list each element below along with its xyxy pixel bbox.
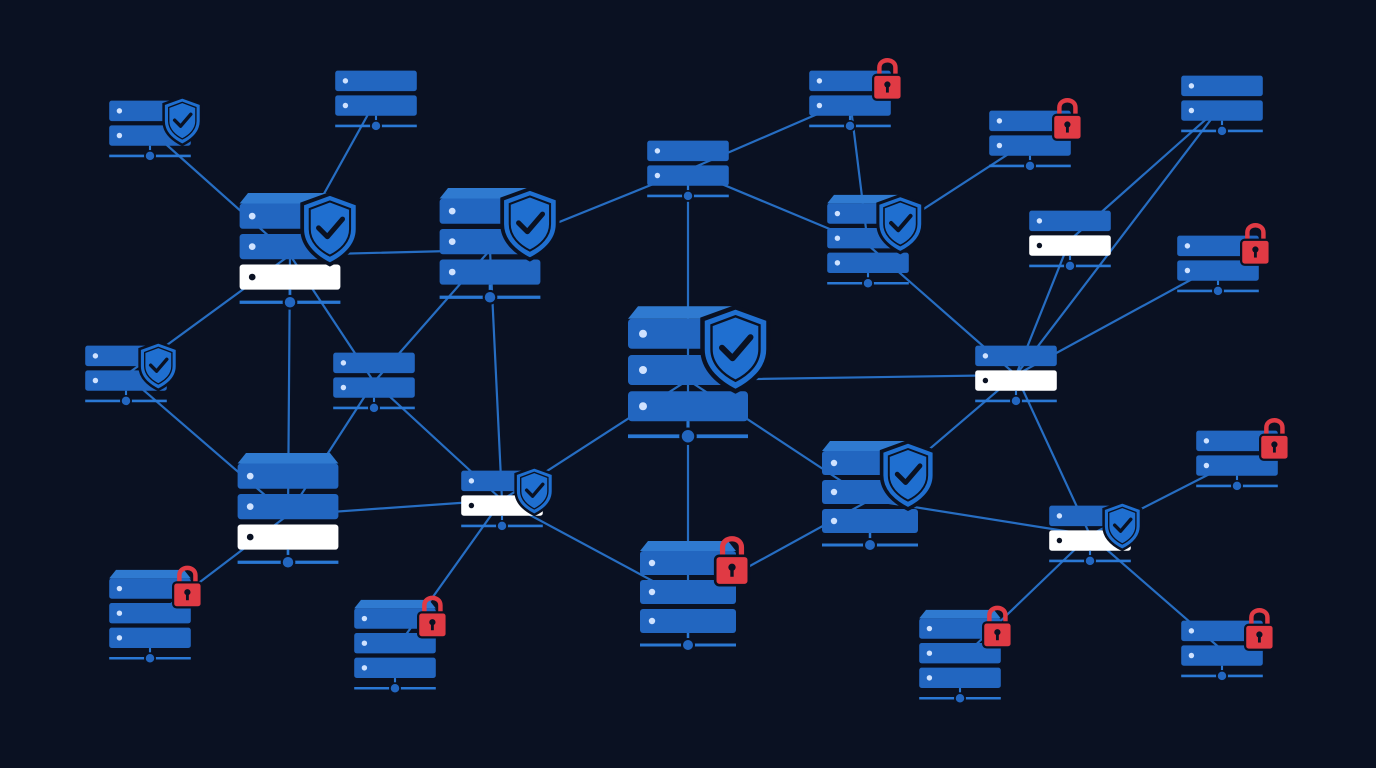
server-unit: [1029, 235, 1111, 256]
server-node-n5: [647, 140, 729, 202]
shield-check-icon: [500, 186, 560, 262]
server-node-n18: [822, 439, 937, 552]
server-node-n4: [439, 186, 560, 305]
connection-line: [958, 533, 1092, 662]
padlock-icon: [713, 536, 751, 587]
connection-line: [286, 380, 376, 517]
server-unit: [1029, 210, 1111, 232]
server-unit: [109, 578, 191, 599]
server-node-n25: [1181, 608, 1275, 682]
shield-check-icon: [1102, 500, 1143, 552]
connection-line: [124, 373, 290, 517]
shield-check-icon: [879, 439, 937, 512]
server-unit: [333, 352, 415, 374]
server-node-n24: [1196, 418, 1290, 492]
server-node-n22: [354, 595, 448, 695]
connection-line: [488, 248, 504, 502]
server-unit: [1181, 645, 1263, 666]
server-node-n13: [333, 352, 415, 414]
server-unit: [335, 95, 417, 116]
padlock-icon: [1244, 608, 1275, 651]
server-unit: [354, 633, 436, 654]
server-node-n20: [640, 536, 751, 652]
server-unit: [640, 551, 736, 575]
padlock-icon: [1052, 98, 1083, 141]
shield-check-icon: [138, 340, 179, 392]
server-unit: [333, 377, 415, 398]
server-unit: [809, 70, 891, 92]
server-unit: [640, 580, 736, 604]
server-unit: [809, 95, 891, 116]
server-unit: [109, 627, 191, 649]
server-node-n8: [989, 98, 1083, 172]
server-unit: [975, 370, 1057, 391]
shield-check-icon: [876, 193, 925, 255]
shield-check-icon: [514, 465, 555, 517]
server-node-n17: [461, 465, 555, 532]
server-node-n3: [239, 191, 360, 310]
server-node-n11: [1177, 223, 1271, 297]
server-unit: [640, 609, 736, 633]
server-node-n19: [1049, 500, 1143, 567]
server-unit: [919, 618, 1001, 639]
padlock-icon: [982, 605, 1013, 649]
server-unit: [237, 494, 339, 520]
server-node-n23: [919, 605, 1013, 705]
server-node-n10: [1181, 75, 1263, 137]
server-unit: [237, 524, 339, 550]
server-node-n1: [109, 95, 203, 162]
server-unit: [919, 643, 1001, 664]
shield-check-icon: [162, 95, 203, 147]
server-unit: [975, 345, 1057, 367]
server-unit: [989, 135, 1071, 156]
server-unit: [1181, 100, 1263, 121]
server-unit: [822, 509, 918, 533]
padlock-icon: [172, 565, 203, 609]
server-unit: [827, 252, 909, 274]
server-unit: [439, 259, 541, 285]
server-unit: [239, 264, 341, 290]
server-unit: [647, 165, 729, 186]
server-node-n7: [827, 193, 925, 290]
padlock-icon: [1240, 223, 1271, 266]
server-unit: [647, 140, 729, 162]
server-unit: [1181, 75, 1263, 97]
server-node-n15: [975, 345, 1057, 407]
shield-check-icon: [300, 191, 360, 267]
server-unit: [237, 463, 339, 489]
shield-check-icon: [700, 304, 771, 394]
server-unit: [335, 70, 417, 92]
server-unit: [1177, 260, 1259, 281]
server-node-n6: [809, 58, 903, 132]
server-unit: [354, 657, 436, 679]
server-unit: [354, 608, 436, 629]
connection-line: [1014, 103, 1224, 377]
server-unit: [919, 667, 1001, 689]
server-unit: [1181, 620, 1263, 642]
server-unit: [1177, 235, 1259, 257]
server-unit: [628, 391, 748, 422]
server-nodes: [85, 58, 1290, 705]
padlock-icon: [1259, 418, 1290, 461]
server-node-n2: [335, 70, 417, 132]
server-node-n14: [628, 304, 771, 445]
server-unit: [989, 110, 1071, 132]
server-unit: [109, 603, 191, 624]
server-unit: [1196, 430, 1278, 452]
padlock-icon: [417, 595, 448, 639]
server-unit: [1196, 455, 1278, 476]
server-node-n21: [109, 565, 203, 665]
server-node-n9: [1029, 210, 1111, 272]
padlock-icon: [872, 58, 903, 101]
server-node-n12: [85, 340, 179, 407]
server-node-n16: [237, 453, 339, 570]
